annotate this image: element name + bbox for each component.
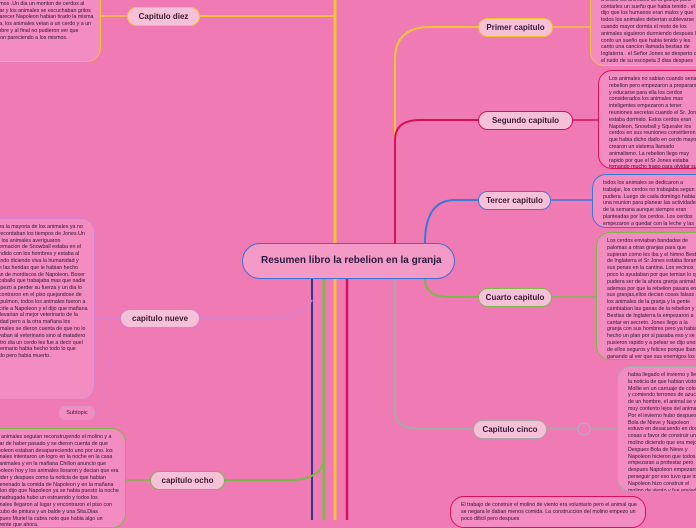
topic-tercer-label: Tercer capitulo bbox=[486, 196, 543, 205]
topic-cinco-label: Capitulo cinco bbox=[482, 425, 538, 434]
topic-primer-label: Primer capitulo bbox=[486, 23, 545, 32]
central-topic[interactable]: Resumen libro la rebelion en la granja bbox=[242, 243, 455, 279]
topic-capitulo-diez[interactable]: Capitulo diez bbox=[127, 7, 200, 26]
topic-tercer-capitulo[interactable]: Tercer capitulo bbox=[478, 191, 551, 210]
connector-primer bbox=[394, 26, 478, 243]
note-primer-capitulo[interactable]: cerveza.Un dia viejo mayor murio y reuni… bbox=[590, 0, 696, 66]
topic-capitulo-ocho[interactable]: capitulo ocho bbox=[150, 471, 225, 490]
topic-cuarto-label: Cuarto capitulo bbox=[485, 293, 545, 302]
note-capitulo-nueve[interactable]: Para la mayoria de los animales ya no lo… bbox=[0, 218, 95, 400]
topic-capitulo-nueve[interactable]: capitulo nueve bbox=[120, 309, 200, 328]
note-capitulo-ocho[interactable]: Los animales seguian reconstruyendo el m… bbox=[0, 428, 126, 528]
connector-tercer bbox=[424, 199, 478, 244]
topic-diez-label: Capitulo diez bbox=[138, 12, 189, 21]
connector-nueve bbox=[190, 299, 313, 319]
collapse-toggle bbox=[577, 422, 591, 436]
topic-cuarto-capitulo[interactable]: Cuarto capitulo bbox=[478, 288, 552, 307]
topic-segundo-capitulo[interactable]: Segundo capitulo bbox=[478, 111, 573, 130]
connector-nueve-subtopic bbox=[92, 317, 111, 413]
note-capitulo-cinco[interactable]: habia llegado el invierno y llego la not… bbox=[617, 366, 696, 492]
connector-segundo bbox=[394, 119, 478, 243]
connector-ocho bbox=[225, 459, 325, 481]
note-tercer-capitulo[interactable]: todos los animales se dedicaron a trabaj… bbox=[592, 174, 696, 228]
note-segundo-capitulo[interactable]: Los animales no sabian cuando seria la r… bbox=[598, 70, 696, 169]
topic-capitulo-cinco[interactable]: Capitulo cinco bbox=[473, 420, 547, 439]
topic-primer-capitulo[interactable]: Primer capitulo bbox=[478, 18, 553, 37]
subtopic-node[interactable]: Subtopic bbox=[59, 406, 95, 420]
connector-cinco bbox=[394, 279, 473, 430]
connector-cuarto bbox=[424, 278, 478, 298]
topic-nueve-label: capitulo nueve bbox=[132, 314, 189, 323]
topic-segundo-label: Segundo capitulo bbox=[491, 116, 560, 125]
subtopic-label: Subtopic bbox=[66, 410, 88, 416]
topic-ocho-label: capitulo ocho bbox=[161, 476, 214, 485]
note-capitulo-diez[interactable]: de fallecimiento todos los animales son … bbox=[0, 0, 101, 62]
note-cuarto-capitulo[interactable]: Los cerdos enviaban bandadas de palomas … bbox=[596, 232, 696, 360]
note-molino-trabajo[interactable]: El trabajo de construir el molino de vie… bbox=[450, 496, 646, 528]
central-topic-label: Resumen libro la rebelion en la granja bbox=[261, 255, 442, 266]
